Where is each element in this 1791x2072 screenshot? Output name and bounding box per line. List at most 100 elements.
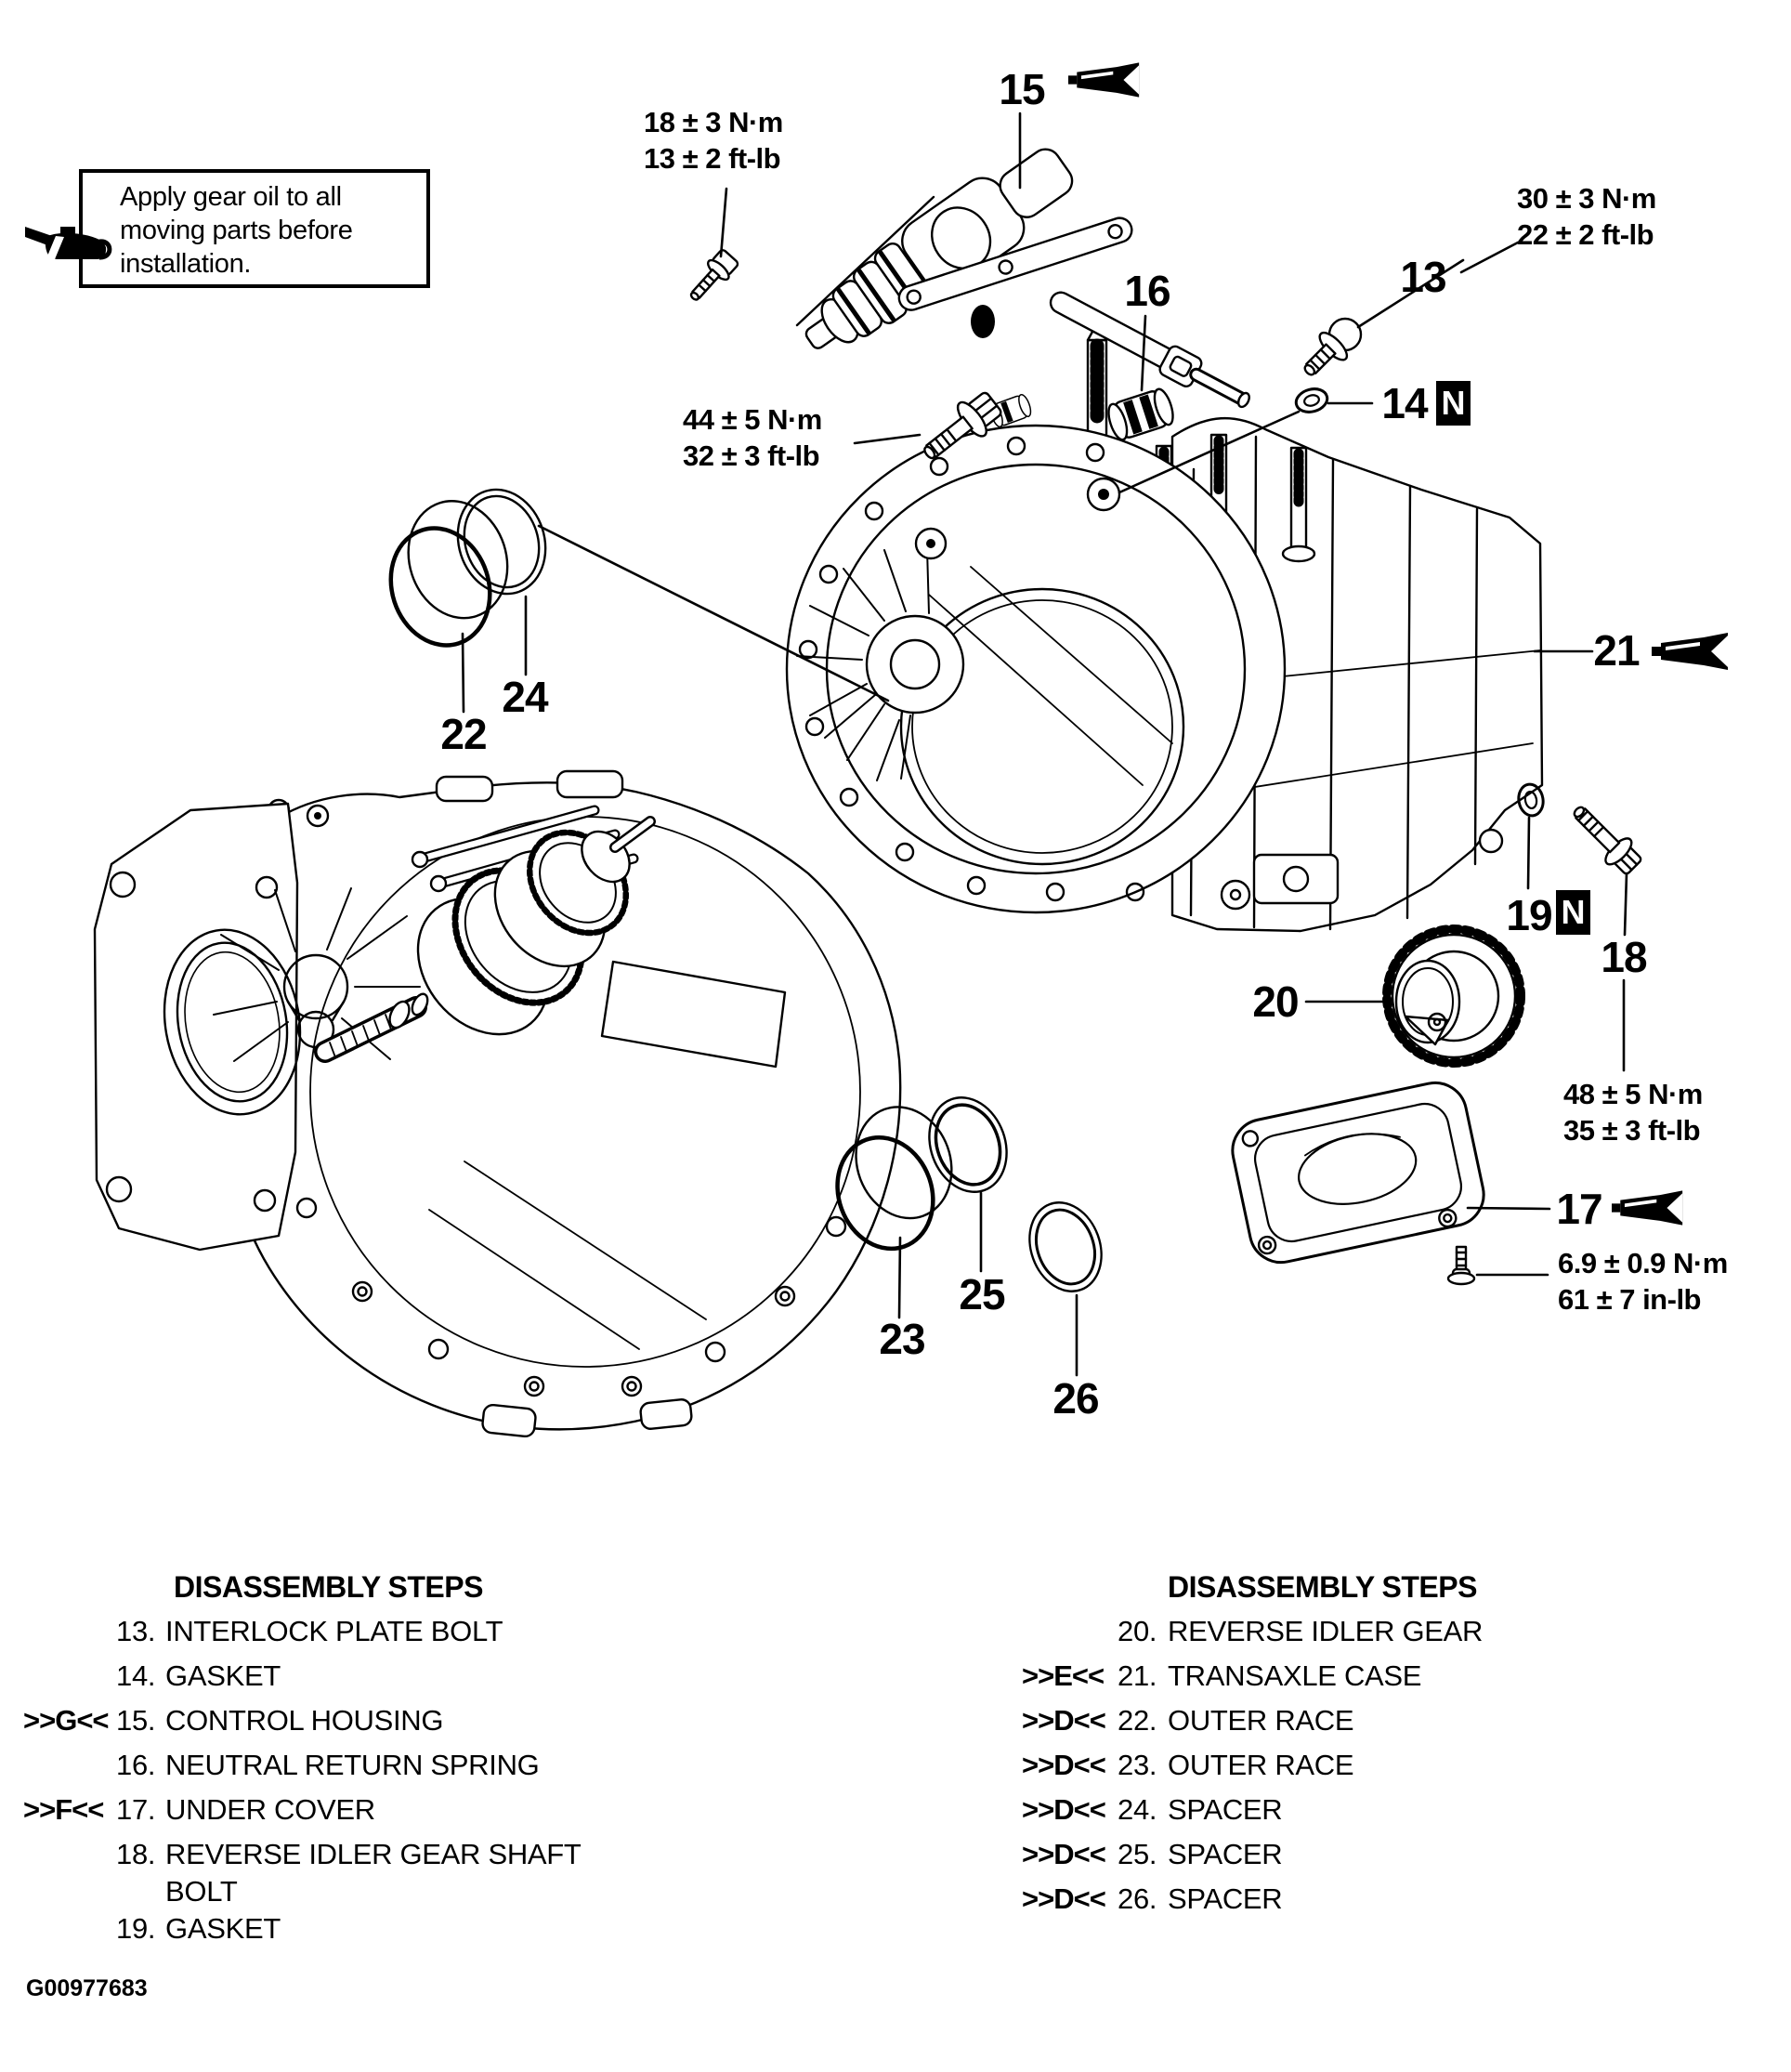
callout-14: 14 bbox=[1381, 379, 1428, 427]
callout-21: 21 bbox=[1593, 626, 1640, 675]
list-item: >>G<< 15. CONTROL HOUSING bbox=[23, 1702, 655, 1747]
control-housing-bolt-drawing bbox=[689, 249, 739, 301]
transaxle-case-drawing bbox=[785, 321, 1544, 933]
list-item: >>E<< 21. TRANSAXLE CASE bbox=[1022, 1658, 1616, 1702]
callout-19: 19 bbox=[1506, 891, 1552, 939]
list-item-label: SPACER bbox=[1168, 1793, 1283, 1826]
list-item-label: OUTER RACE bbox=[1168, 1704, 1354, 1737]
list-item: >>D<< 22. OUTER RACE bbox=[1022, 1702, 1616, 1747]
torque-spec-interlock-plate-bolt: 30 ± 3 N·m 22 ± 2 ft-lb bbox=[1517, 180, 1656, 253]
list-item-prefix: >>D<< bbox=[1022, 1838, 1106, 1870]
outer-race-23-drawing bbox=[835, 1106, 953, 1252]
torque-spec-under-cover-bolt: 6.9 ± 0.9 N·m 61 ± 7 in-lb bbox=[1558, 1245, 1728, 1318]
reverse-idler-gear-drawing bbox=[1382, 925, 1525, 1068]
torque-spec-control-housing-bolt: 18 ± 3 N·m 13 ± 2 ft-lb bbox=[644, 104, 783, 177]
callout-18: 18 bbox=[1601, 933, 1647, 981]
list-item: 14. GASKET bbox=[23, 1658, 655, 1702]
torque-imperial: 32 ± 3 ft-lb bbox=[683, 439, 820, 472]
list-item: >>D<< 26. SPACER bbox=[1022, 1881, 1616, 1925]
torque-metric: 18 ± 3 N·m bbox=[644, 106, 783, 138]
leader-lines bbox=[461, 111, 1628, 1377]
list-item-label: TRANSAXLE CASE bbox=[1168, 1659, 1422, 1692]
right-list-title: DISASSEMBLY STEPS bbox=[1168, 1570, 1477, 1604]
list-item-label: GASKET bbox=[165, 1912, 281, 1945]
list-item-label: NEUTRAL RETURN SPRING bbox=[165, 1749, 540, 1781]
list-item-number: 25. bbox=[1118, 1838, 1157, 1870]
gasket-14-drawing bbox=[1294, 387, 1329, 413]
list-item-label: OUTER RACE bbox=[1168, 1749, 1354, 1781]
list-item-number: 22. bbox=[1118, 1704, 1157, 1737]
list-item: >>D<< 25. SPACER bbox=[1022, 1836, 1616, 1881]
torque-metric: 44 ± 5 N·m bbox=[683, 403, 822, 436]
clutch-housing-drawing bbox=[93, 769, 902, 1438]
torque-metric: 48 ± 5 N·m bbox=[1563, 1078, 1703, 1110]
list-item: >>D<< 23. OUTER RACE bbox=[1022, 1747, 1616, 1791]
list-item-prefix: >>G<< bbox=[23, 1704, 110, 1737]
list-item-label: GASKET bbox=[165, 1659, 281, 1692]
callout-17: 17 bbox=[1556, 1185, 1602, 1233]
sealant-tube-icon-17 bbox=[1612, 1190, 1684, 1226]
list-item-prefix: >>D<< bbox=[1022, 1749, 1106, 1781]
torque-metric: 6.9 ± 0.9 N·m bbox=[1558, 1247, 1728, 1279]
sealant-tube-icon-15 bbox=[1068, 61, 1141, 98]
torque-metric: 30 ± 3 N·m bbox=[1517, 182, 1656, 215]
list-item-number: 18. bbox=[116, 1838, 156, 1870]
outer-race-22-drawing bbox=[388, 500, 509, 648]
list-item-number: 19. bbox=[116, 1912, 156, 1945]
list-item-label: REVERSE IDLER GEAR SHAFT BOLT bbox=[165, 1838, 582, 1908]
callout-20: 20 bbox=[1252, 977, 1299, 1026]
list-item: 19. GASKET bbox=[23, 1910, 655, 1955]
list-item-number: 14. bbox=[116, 1659, 156, 1692]
right-disassembly-list: 20. REVERSE IDLER GEAR >>E<< 21. TRANSAX… bbox=[1022, 1613, 1616, 1925]
list-item-number: 13. bbox=[116, 1615, 156, 1647]
list-item-number: 24. bbox=[1118, 1793, 1157, 1826]
callout-13: 13 bbox=[1400, 253, 1446, 301]
list-item-number: 16. bbox=[116, 1749, 156, 1781]
left-disassembly-list: 13. INTERLOCK PLATE BOLT 14. GASKET >>G<… bbox=[23, 1613, 655, 1955]
list-item-label: SPACER bbox=[1168, 1838, 1283, 1870]
callout-23: 23 bbox=[879, 1315, 925, 1363]
torque-imperial: 35 ± 3 ft-lb bbox=[1563, 1114, 1701, 1147]
list-item: 16. NEUTRAL RETURN SPRING bbox=[23, 1747, 655, 1791]
non-reusable-badge-19: N bbox=[1556, 890, 1590, 935]
case-bolt-drawing bbox=[923, 391, 1002, 460]
figure-code: G00977683 bbox=[26, 1975, 148, 2001]
gasket-19-drawing bbox=[1517, 782, 1545, 818]
left-list-title: DISASSEMBLY STEPS bbox=[174, 1570, 483, 1604]
oil-can-icon bbox=[25, 206, 113, 262]
callout-25: 25 bbox=[959, 1270, 1005, 1318]
list-item-label: CONTROL HOUSING bbox=[165, 1704, 444, 1737]
list-item: >>F<< 17. UNDER COVER bbox=[23, 1791, 655, 1836]
list-item-label: SPACER bbox=[1168, 1882, 1283, 1915]
list-item-label: INTERLOCK PLATE BOLT bbox=[165, 1615, 503, 1647]
list-item-prefix: >>E<< bbox=[1022, 1659, 1105, 1692]
spacer-24-drawing bbox=[456, 488, 547, 596]
callout-24: 24 bbox=[502, 673, 548, 721]
torque-imperial: 13 ± 2 ft-lb bbox=[644, 142, 781, 175]
callout-15: 15 bbox=[999, 65, 1045, 113]
sealant-tube-icon-21 bbox=[1652, 632, 1730, 671]
list-item-number: 21. bbox=[1118, 1659, 1157, 1692]
torque-spec-case-bolt: 44 ± 5 N·m 32 ± 3 ft-lb bbox=[683, 401, 822, 474]
callout-22: 22 bbox=[440, 710, 487, 758]
list-item: 20. REVERSE IDLER GEAR bbox=[1022, 1613, 1616, 1658]
list-item-number: 15. bbox=[116, 1704, 156, 1737]
list-item-prefix: >>D<< bbox=[1022, 1704, 1106, 1737]
note-text: Apply gear oil to all moving parts befor… bbox=[120, 182, 353, 279]
under-cover-screw-drawing bbox=[1446, 1245, 1476, 1286]
list-item-number: 17. bbox=[116, 1793, 156, 1826]
list-item-label: UNDER COVER bbox=[165, 1793, 375, 1826]
torque-spec-reverse-idler-gear-shaft-bolt: 48 ± 5 N·m 35 ± 3 ft-lb bbox=[1563, 1076, 1703, 1148]
control-housing-drawing bbox=[795, 148, 1250, 409]
callout-16: 16 bbox=[1124, 267, 1170, 315]
list-item-prefix: >>F<< bbox=[23, 1793, 104, 1826]
reverse-idler-shaft-bolt-drawing bbox=[1573, 806, 1642, 875]
list-item-prefix: >>D<< bbox=[1022, 1793, 1106, 1826]
list-item: 18. REVERSE IDLER GEAR SHAFT BOLT bbox=[23, 1836, 655, 1910]
note-box: Apply gear oil to all moving parts befor… bbox=[79, 169, 430, 288]
torque-imperial: 22 ± 2 ft-lb bbox=[1517, 218, 1654, 251]
list-item-number: 26. bbox=[1118, 1882, 1157, 1915]
under-cover-drawing bbox=[1231, 1081, 1485, 1265]
callout-26: 26 bbox=[1052, 1374, 1099, 1423]
